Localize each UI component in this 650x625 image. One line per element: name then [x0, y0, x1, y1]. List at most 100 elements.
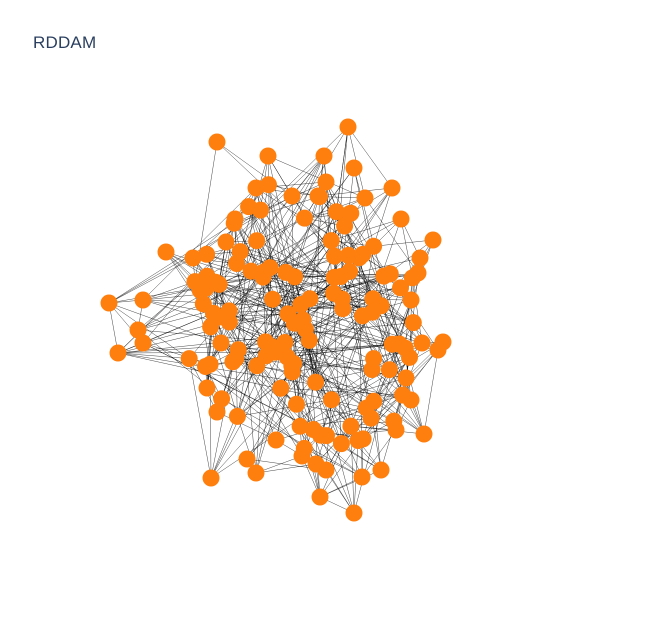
- graph-node: [238, 450, 256, 468]
- graph-node: [267, 431, 285, 449]
- graph-edge: [188, 358, 212, 479]
- graph-node: [194, 295, 212, 313]
- graph-edge: [300, 394, 403, 427]
- graph-node: [383, 335, 401, 353]
- graph-node: [252, 201, 269, 219]
- graph-node: [242, 262, 260, 280]
- graph-edge: [246, 315, 363, 460]
- graph-edge: [331, 377, 407, 400]
- graph-edge: [300, 304, 367, 409]
- graph-edge: [291, 155, 325, 197]
- graph-node: [134, 334, 152, 352]
- graph-edge: [364, 197, 419, 274]
- graph-node: [310, 188, 328, 206]
- graph-node: [291, 417, 309, 435]
- graph-edge: [256, 195, 293, 241]
- graph-node: [380, 361, 398, 379]
- graph-edge: [221, 398, 363, 478]
- graph-edge: [423, 349, 439, 435]
- graph-node: [208, 403, 226, 421]
- graph-node: [342, 417, 360, 435]
- graph-node: [296, 209, 313, 227]
- graph-node: [392, 279, 409, 297]
- graph-node: [228, 255, 246, 272]
- graph-edge: [331, 369, 390, 400]
- graph-edge: [256, 217, 305, 241]
- graph-node: [301, 290, 319, 308]
- graph-node: [304, 421, 322, 438]
- graph-edge: [317, 187, 393, 197]
- graph-node: [403, 269, 421, 287]
- graph-edge: [350, 425, 425, 435]
- graph-edge: [239, 251, 355, 514]
- graph-node: [372, 461, 390, 479]
- graph-edge: [240, 251, 341, 277]
- graph-edge: [304, 448, 363, 478]
- chart-title: RDDAM: [33, 33, 97, 52]
- graph-edge: [262, 277, 266, 342]
- graph-node: [356, 189, 374, 207]
- graph-node: [383, 179, 401, 197]
- graph-node: [276, 334, 294, 351]
- graph-node: [402, 291, 420, 309]
- graph-edge: [319, 469, 382, 498]
- graph-edge: [137, 303, 204, 331]
- graph-edge: [142, 342, 211, 365]
- graph-node: [129, 321, 147, 339]
- graph-edge: [326, 369, 373, 436]
- graph-node: [307, 373, 325, 391]
- graph-edge: [255, 187, 390, 370]
- graph-edge: [205, 241, 227, 367]
- graph-edge: [117, 351, 276, 354]
- graph-node: [263, 338, 281, 356]
- graph-node: [411, 249, 429, 267]
- graph-edge: [142, 299, 406, 349]
- graph-edge: [255, 463, 317, 474]
- graph-node: [228, 407, 246, 425]
- graph-node: [210, 275, 228, 293]
- graph-node: [349, 432, 367, 449]
- graph-node: [345, 159, 363, 177]
- graph-node: [272, 379, 290, 397]
- graph-node: [208, 133, 226, 151]
- graph-node: [364, 303, 381, 321]
- graph-node: [201, 355, 219, 373]
- graph-node: [424, 231, 442, 249]
- graph-edge: [299, 341, 444, 427]
- graph-node: [326, 247, 343, 265]
- graph-node: [202, 469, 220, 487]
- graph-edge: [372, 312, 425, 435]
- graph-node: [365, 350, 383, 368]
- graph-node: [415, 425, 433, 443]
- graph-node: [401, 348, 418, 366]
- graph-node: [394, 386, 412, 404]
- graph-node: [429, 341, 447, 359]
- graph-node: [317, 173, 335, 191]
- graph-edge: [334, 187, 393, 257]
- graph-edge: [237, 399, 332, 417]
- graph-node: [100, 294, 118, 312]
- graph-edge: [142, 281, 196, 344]
- graph-node: [248, 232, 266, 250]
- graph-node: [315, 147, 333, 165]
- graph-node: [300, 331, 318, 349]
- graph-node: [404, 314, 422, 332]
- graph-edge: [137, 276, 341, 331]
- graph-edge: [315, 369, 373, 383]
- graph-node: [198, 245, 216, 263]
- graph-node: [392, 210, 410, 228]
- graph-edge: [302, 277, 335, 321]
- graph-edge: [142, 299, 373, 370]
- graph-edge: [216, 141, 293, 197]
- graph-edge: [117, 352, 190, 359]
- graph-node: [286, 268, 304, 286]
- graph-node: [325, 284, 343, 302]
- graph-edge: [373, 239, 434, 247]
- graph-node: [322, 232, 340, 250]
- graph-edge: [361, 429, 397, 478]
- graph-node: [325, 268, 343, 286]
- graph-edge: [234, 218, 273, 300]
- graph-node: [202, 318, 220, 336]
- graph-node: [345, 504, 363, 522]
- graph-node: [357, 399, 375, 417]
